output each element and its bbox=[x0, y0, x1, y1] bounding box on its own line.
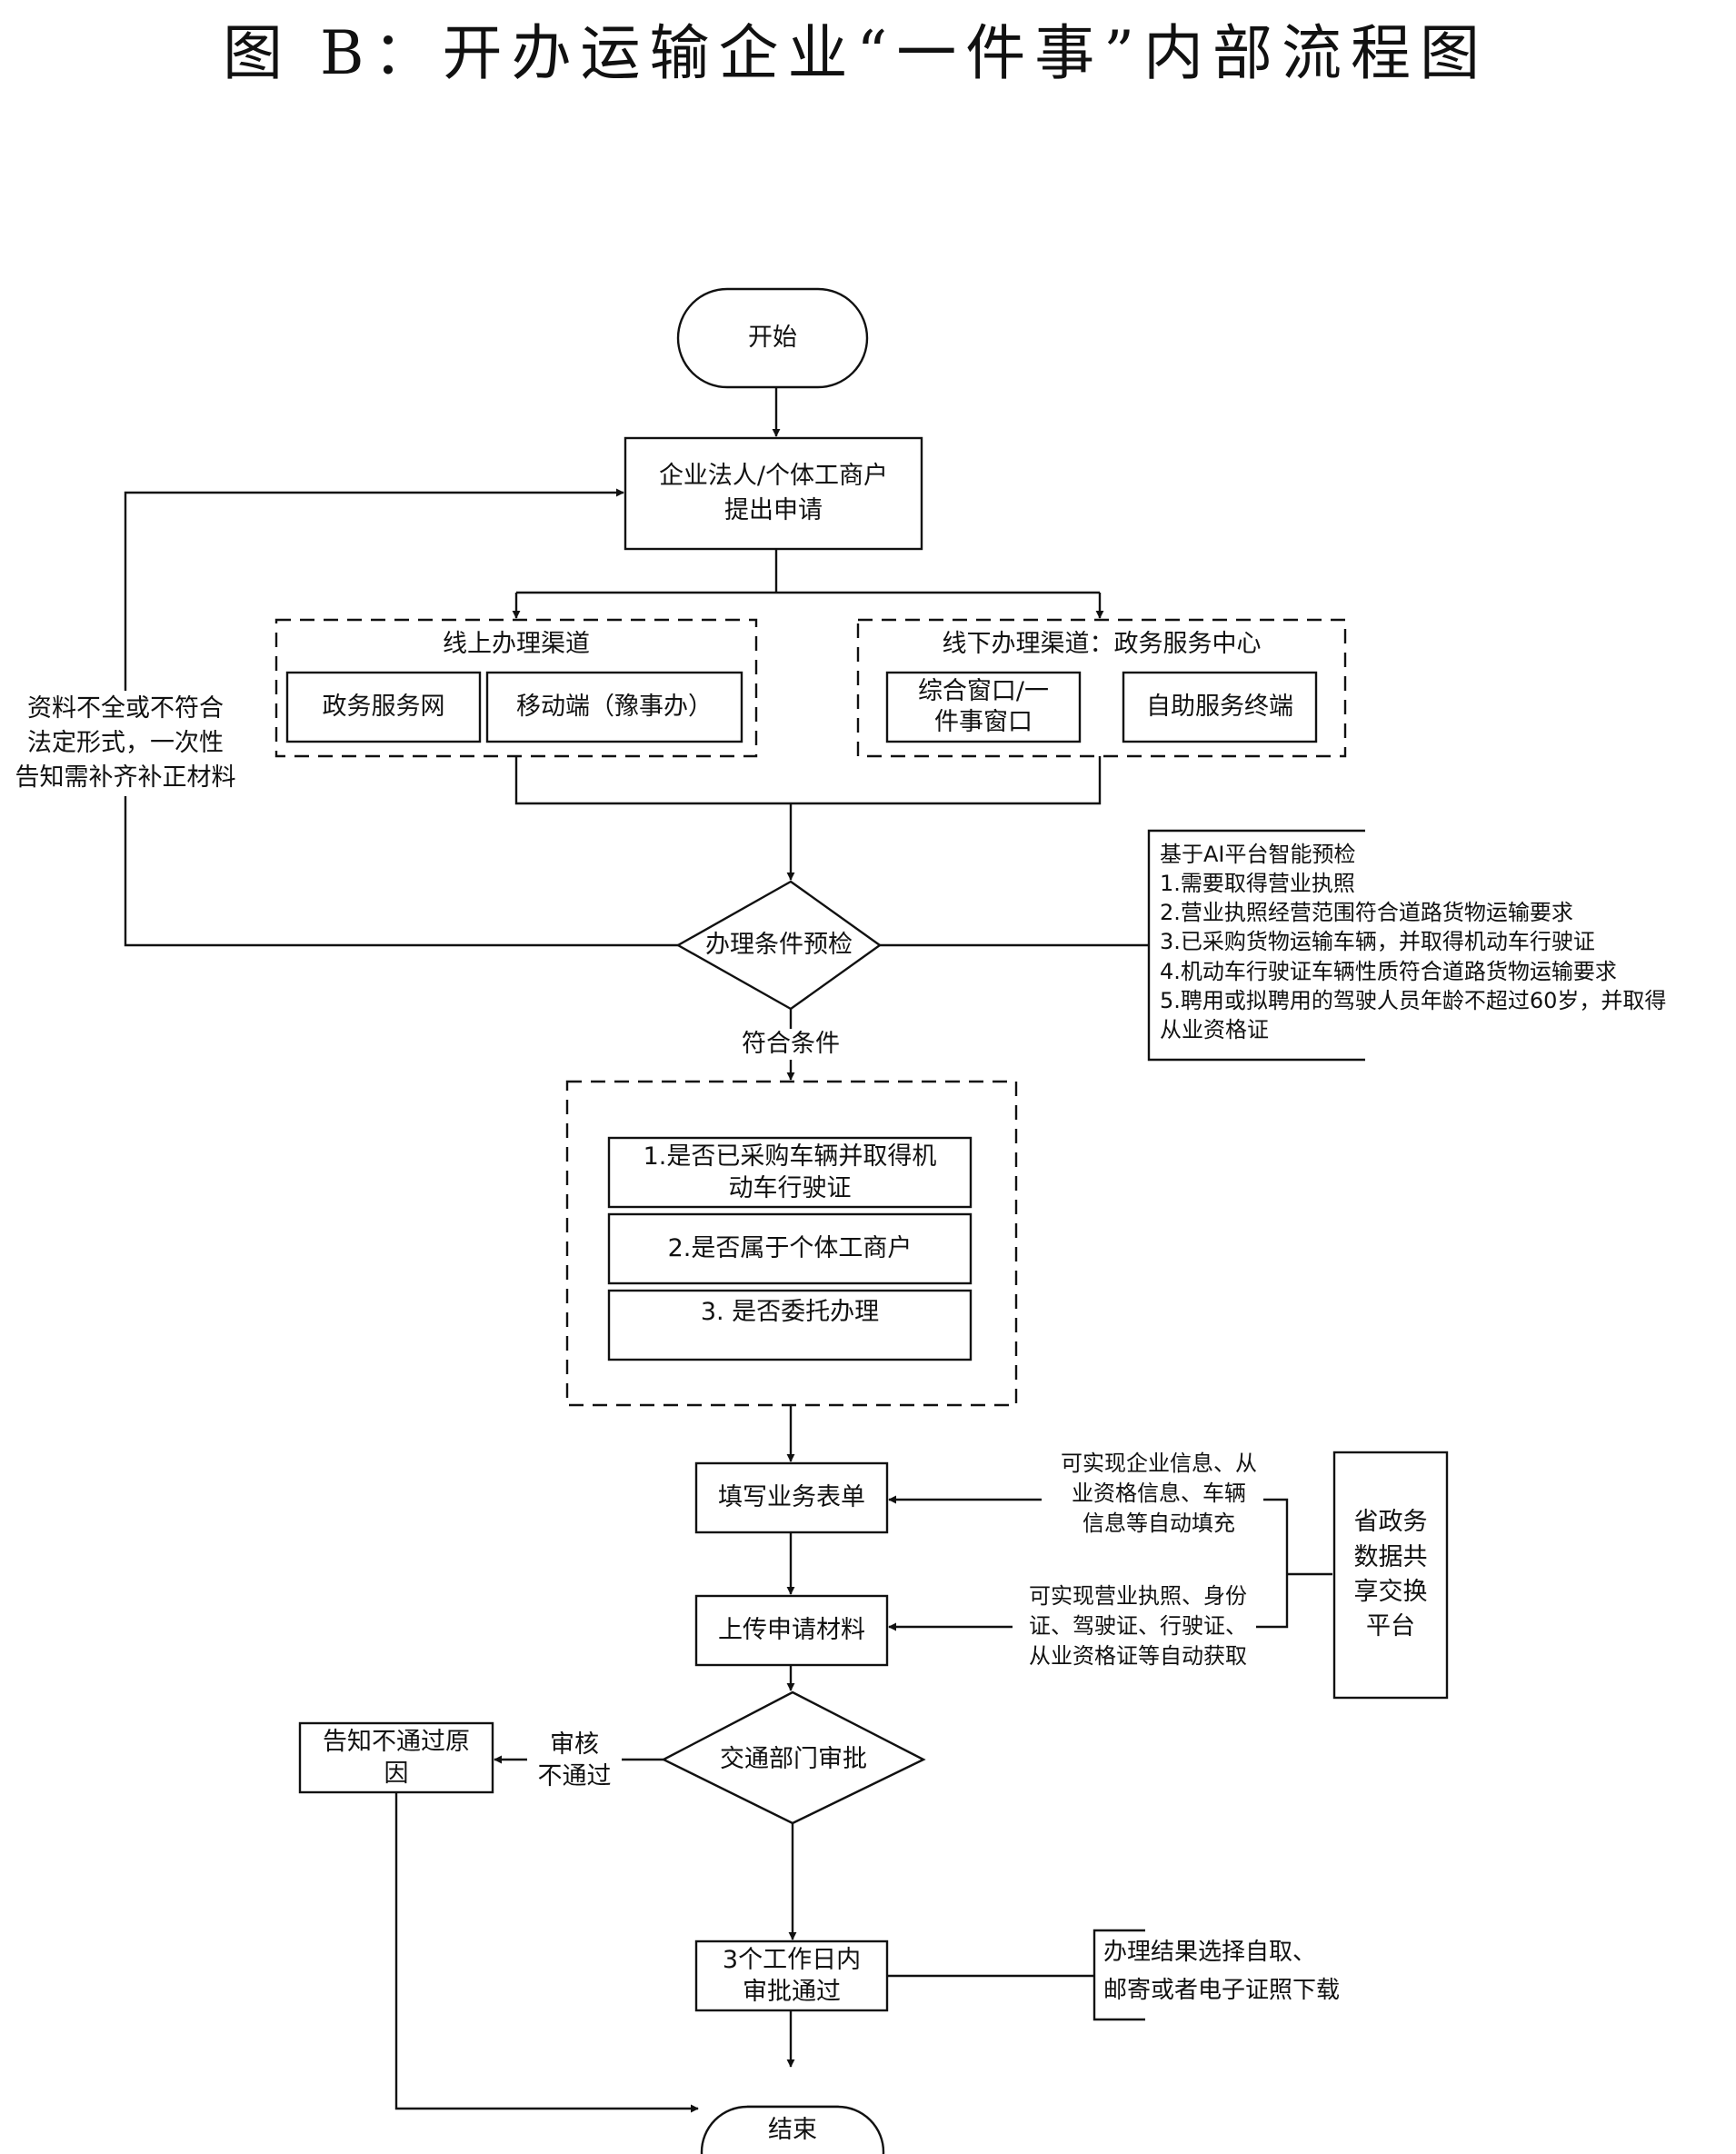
incomplete-line-1: 资料不全或不符合 bbox=[27, 694, 224, 723]
self-service-label: 自助服务终端 bbox=[1146, 692, 1293, 721]
autoget-line-2: 证、驾驶证、行驶证、 bbox=[1029, 1613, 1247, 1640]
diagram-title: 图 B：开办运输企业“一件事”内部流程图 bbox=[223, 18, 1489, 88]
approved-line-1: 3个工作日内 bbox=[722, 1945, 862, 1974]
q3-node bbox=[607, 1289, 973, 1361]
ai-note-line-1: 基于AI平台智能预检 bbox=[1160, 842, 1356, 867]
precheck-label: 办理条件预检 bbox=[705, 930, 853, 959]
approved-label: 3个工作日内 审批通过 bbox=[696, 1941, 887, 2010]
autofill-line-1: 可实现企业信息、从 bbox=[1061, 1451, 1257, 1476]
offline-channel-group bbox=[856, 618, 1347, 758]
ai-note-line-3: 2.营业执照经营范围符合道路货物运输要求 bbox=[1160, 900, 1573, 926]
end-oval bbox=[700, 2105, 885, 2154]
review-fail-line-2: 不通过 bbox=[537, 1762, 612, 1790]
offline-channel-label: 线下办理渠道：政务服务中心 bbox=[942, 629, 1262, 658]
window-label: 综合窗口/一 件事窗口 bbox=[887, 673, 1080, 742]
online-channel-label: 线上办理渠道 bbox=[443, 629, 590, 658]
window-node bbox=[885, 671, 1082, 743]
start-label: 开始 bbox=[748, 323, 797, 352]
platform-label: 省政务 数据共 享交换 平台 bbox=[1334, 1452, 1447, 1698]
q1-line-1: 1.是否已采购车辆并取得机 bbox=[643, 1142, 937, 1171]
ai-note-line-6: 5.聘用或拟聘用的驾驶人员年龄不超过60岁，并取得 bbox=[1160, 987, 1667, 1013]
review-fail-label: 审核 不通过 bbox=[527, 1729, 622, 1792]
ai-note-line-2: 1.需要取得营业执照 bbox=[1160, 871, 1355, 897]
apply-label: 企业法人/个体工商户 提出申请 bbox=[625, 438, 922, 549]
apply-line-1: 企业法人/个体工商户 bbox=[658, 461, 889, 490]
autoget-line-1: 可实现营业执照、身份 bbox=[1029, 1583, 1247, 1609]
reject-line-1: 告知不通过原 bbox=[323, 1727, 470, 1756]
autofill-label: 可实现企业信息、从 业资格信息、车辆 信息等自动填充 bbox=[1036, 1449, 1282, 1539]
window-line-1: 综合窗口/一 bbox=[917, 677, 1050, 706]
result-label: 办理结果选择自取、 邮寄或者电子证照下载 bbox=[1103, 1934, 1376, 2009]
meets-label: 符合条件 bbox=[727, 1029, 854, 1060]
ai-precheck-note: 基于AI平台智能预检 1.需要取得营业执照 2.营业执照经营范围符合道路货物运输… bbox=[1160, 840, 1723, 1044]
q2-node bbox=[607, 1212, 973, 1285]
result-line-1: 办理结果选择自取、 bbox=[1103, 1939, 1317, 1966]
platform-line-2: 数据共 bbox=[1353, 1542, 1428, 1571]
mobile-label: 移动端（豫事办） bbox=[516, 692, 713, 721]
ai-note-line-7: 从业资格证 bbox=[1160, 1016, 1269, 1042]
platform-line-3: 享交换 bbox=[1353, 1578, 1428, 1606]
ai-note-line-4: 3.已采购货物运输车辆，并取得机动车行驶证 bbox=[1160, 929, 1595, 955]
autofill-line-3: 信息等自动填充 bbox=[1083, 1511, 1235, 1537]
apply-node bbox=[624, 436, 923, 551]
autoget-line-3: 从业资格证等自动获取 bbox=[1029, 1643, 1247, 1670]
gov-service-net-node bbox=[285, 671, 482, 743]
platform-line-1: 省政务 bbox=[1353, 1508, 1428, 1537]
platform-line-4: 平台 bbox=[1366, 1612, 1415, 1641]
start-node bbox=[676, 287, 869, 389]
autofill-line-2: 业资格信息、车辆 bbox=[1072, 1481, 1246, 1507]
result-line-2: 邮寄或者电子证照下载 bbox=[1103, 1976, 1341, 2004]
self-service-node bbox=[1122, 671, 1318, 743]
q1-line-2: 动车行驶证 bbox=[728, 1174, 852, 1202]
review-label: 交通部门审批 bbox=[720, 1744, 867, 1773]
review-fail-line-1: 审核 bbox=[550, 1730, 599, 1759]
window-line-2: 件事窗口 bbox=[934, 708, 1033, 736]
incomplete-line-3: 告知需补齐补正材料 bbox=[15, 763, 236, 792]
autoget-label: 可实现营业执照、身份 证、驾驶证、行驶证、 从业资格证等自动获取 bbox=[1011, 1581, 1265, 1671]
ai-note-line-5: 4.机动车行驶证车辆性质符合道路货物运输要求 bbox=[1160, 958, 1617, 984]
fill-form-label: 填写业务表单 bbox=[718, 1482, 865, 1511]
upload-label: 上传申请材料 bbox=[718, 1615, 865, 1644]
platform-node bbox=[1332, 1451, 1449, 1700]
q2-label: 2.是否属于个体工商户 bbox=[667, 1233, 913, 1262]
apply-line-2: 提出申请 bbox=[724, 496, 823, 524]
end-label: 结束 bbox=[768, 2115, 817, 2144]
incomplete-label: 资料不全或不符合 法定形式，一次性 告知需补齐补正材料 bbox=[0, 691, 251, 796]
reject-notice-label: 告知不通过原 因 bbox=[300, 1723, 493, 1792]
approved-line-2: 审批通过 bbox=[743, 1978, 841, 2006]
incomplete-line-2: 法定形式，一次性 bbox=[27, 729, 224, 758]
q1-node bbox=[607, 1136, 973, 1209]
mobile-node bbox=[485, 671, 743, 743]
q3-label: 3. 是否委托办理 bbox=[700, 1297, 880, 1326]
q1-label: 1.是否已采购车辆并取得机 动车行驶证 bbox=[609, 1138, 971, 1207]
gov-service-net-label: 政务服务网 bbox=[322, 692, 445, 721]
reject-line-2: 因 bbox=[384, 1760, 409, 1788]
